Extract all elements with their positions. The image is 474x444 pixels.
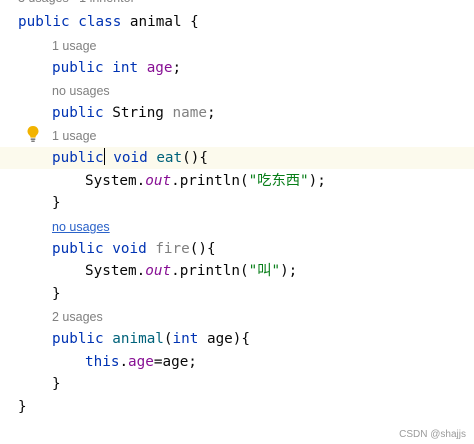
code-line-class-close[interactable]: } [0,396,474,418]
println-call: .println( [171,263,249,279]
keyword-public: public [52,150,104,166]
static-field-out: out [145,173,172,189]
brace-close: } [52,195,61,211]
paren-brace: (){ [182,150,208,166]
brace-close: } [52,286,61,302]
brace-close: } [18,399,27,415]
code-line-ctor-body[interactable]: this.age=age; [0,351,474,373]
code-line-eat-close[interactable]: } [0,192,474,214]
semicolon: ; [172,60,182,76]
semicolon: ; [206,105,216,121]
code-line-eat-body[interactable]: System.out.println("吃东西"); [0,170,474,192]
keyword-void: void [113,150,148,166]
code-line-method-eat[interactable]: public void eat(){ [0,147,474,169]
call-end: ); [280,263,298,279]
class-name: animal [129,14,182,30]
code-line-fire-body[interactable]: System.out.println("叫"); [0,260,474,282]
type-string: String [112,105,164,121]
dot: . [119,354,129,370]
keyword-this: this [85,354,120,370]
lightbulb-icon[interactable] [25,125,41,143]
string-literal: "叫" [248,263,281,279]
keyword-public: public [52,60,104,76]
usages-hint-class[interactable]: 3 usages 1 inheritor [18,0,135,8]
keyword-int: int [172,331,199,347]
keyword-public: public [52,331,104,347]
code-line-ctor-close[interactable]: } [0,373,474,395]
code-line-fire-close[interactable]: } [0,283,474,305]
usages-hint-name[interactable]: no usages [52,84,110,98]
code-line-class-decl[interactable]: public class animal { [0,11,474,33]
code-line-field-age[interactable]: public int age; [0,57,474,79]
param-age: age){ [198,331,251,347]
keyword-public: public [52,241,104,257]
method-name-eat: eat [156,150,183,166]
string-literal: "吃东西" [248,173,309,189]
usages-hint-fire[interactable]: no usages [52,220,110,234]
code-line-constructor[interactable]: public animal(int age){ [0,328,474,350]
static-field-out: out [145,263,172,279]
usages-hint-eat[interactable]: 1 usage [52,129,97,143]
paren-open: ( [163,331,173,347]
keyword-public: public [52,105,104,121]
keyword-int: int [112,60,139,76]
keyword-void: void [112,241,147,257]
code-line-method-fire[interactable]: public void fire(){ [0,238,474,260]
system-ref: System. [85,173,146,189]
assign-rest: =age; [153,354,197,370]
text-caret [103,148,105,165]
method-name-fire: fire [155,241,190,257]
brace-close: } [52,376,61,392]
watermark: CSDN @shajjs [399,429,466,440]
field-age: age [146,60,173,76]
system-ref: System. [85,263,146,279]
brace-open: { [181,14,199,30]
paren-brace: (){ [189,241,216,257]
keyword-public: public [18,14,70,30]
code-line-field-name[interactable]: public String name; [0,102,474,124]
call-end: ); [308,173,326,189]
field-name-unused: name [172,105,207,121]
field-age-ref: age [128,354,154,370]
println-call: .println( [171,173,249,189]
keyword-class: class [78,14,122,30]
usages-hint-ctor[interactable]: 2 usages [52,310,103,324]
usages-hint-age[interactable]: 1 usage [52,39,97,53]
constructor-name: animal [112,331,164,347]
